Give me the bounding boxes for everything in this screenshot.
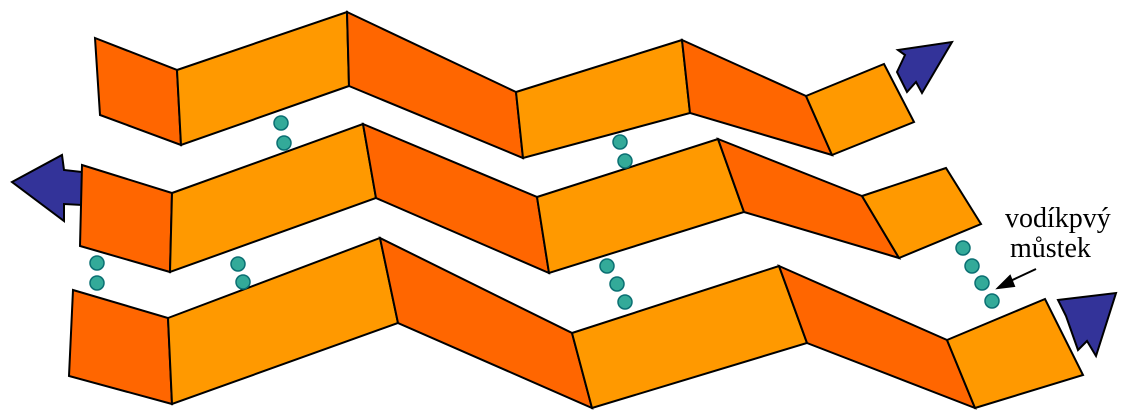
- strand-3-segment-5: [779, 266, 975, 408]
- strand-1-segment-2: [177, 12, 349, 145]
- hbond-dot: [274, 116, 288, 130]
- strand-3-segment-4: [572, 266, 807, 408]
- hydrogen-bond-annotation: vodíkpvý můstek: [998, 203, 1111, 288]
- hbond-strand1-strand2-b: [613, 135, 632, 168]
- strand-2-arrow-head: [12, 155, 82, 221]
- hbond-dot: [618, 154, 632, 168]
- hbond-dot: [618, 295, 632, 309]
- hbond-dot: [231, 257, 245, 271]
- annotation-pointer-arrowhead: [998, 276, 1014, 288]
- hbond-dot: [277, 136, 291, 150]
- hbond-strand2-strand3-a: [90, 256, 104, 290]
- strand-1-segment-1: [95, 38, 181, 145]
- strand-1-segment-4: [516, 40, 690, 158]
- hbond-strand2-strand3-c: [600, 259, 632, 309]
- strand-1-arrow-head: [897, 42, 952, 93]
- hbond-strand2-strand3-b: [231, 257, 250, 289]
- hbond-dot: [985, 294, 999, 308]
- hbond-dot: [613, 135, 627, 149]
- hbond-dot: [90, 276, 104, 290]
- hbond-strand2-strand3-d: [956, 241, 999, 308]
- annotation-label-line-2: můstek: [1010, 233, 1091, 264]
- strand-2-segment-2: [170, 124, 376, 272]
- hbond-dot: [236, 275, 250, 289]
- strand-3-segment-6: [947, 299, 1083, 408]
- beta-strand-3: [69, 238, 1116, 408]
- beta-strand-1: [95, 12, 952, 158]
- annotation-label-line-1: vodíkpvý: [1005, 203, 1111, 234]
- hbond-dot: [610, 277, 624, 291]
- hbond-dot: [975, 276, 989, 290]
- hbond-strand1-strand2-a: [274, 116, 291, 150]
- strand-3-segment-1: [69, 290, 172, 404]
- hbond-dot: [956, 241, 970, 255]
- hbond-dot: [90, 256, 104, 270]
- hbond-dot: [965, 259, 979, 273]
- strand-3-segment-2: [168, 238, 398, 404]
- strand-2-segment-4: [537, 139, 744, 273]
- hbond-dot: [600, 259, 614, 273]
